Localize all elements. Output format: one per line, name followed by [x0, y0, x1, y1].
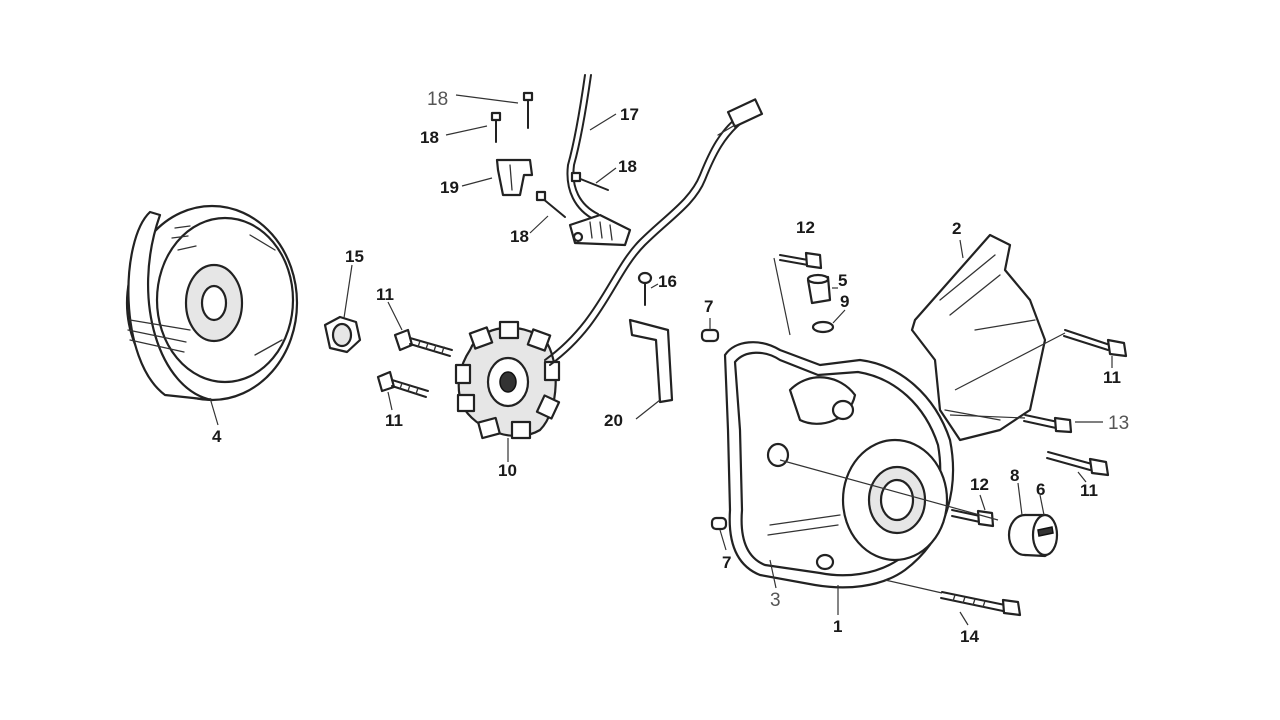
bolt-16: [637, 271, 653, 306]
callout-20: 20: [604, 411, 623, 430]
bolt-13: [1023, 414, 1073, 434]
callout-9: 9: [840, 292, 849, 311]
side-cover-2: [910, 233, 1047, 442]
callout-6: 6: [1036, 480, 1045, 499]
callout-17: 17: [620, 105, 639, 124]
leader-lines: [209, 94, 1113, 626]
callout-16: 16: [658, 272, 677, 291]
bolt-12-upper: [779, 251, 823, 270]
callout-19: 19: [440, 178, 459, 197]
callout-2: 2: [952, 219, 961, 238]
flywheel-nut: [323, 315, 362, 354]
callout-12: 12: [970, 475, 989, 494]
bolt-14: [940, 591, 1022, 617]
callout-14: 14: [960, 627, 979, 646]
dowel-pin-7-upper: [700, 328, 720, 343]
bolt-11-right-upper: [1063, 329, 1128, 358]
callout-3: 3: [770, 590, 781, 611]
callout-15: 15: [345, 247, 364, 266]
stator-wire-harness: [544, 98, 764, 366]
crankcase-cover: [723, 341, 955, 589]
bolt-11-upper-left: [393, 328, 453, 357]
callout-8: 8: [1010, 466, 1019, 485]
callout-18: 18: [427, 89, 448, 110]
callout-11: 11: [376, 285, 394, 304]
plug-8: [1007, 513, 1059, 558]
callout-11: 11: [1080, 481, 1098, 500]
callout-5: 5: [838, 271, 847, 290]
callout-11: 11: [385, 411, 403, 430]
callout-labels: 18 18 17 18 19 18 15 11 11 4 10 16 20 7 …: [212, 89, 1129, 646]
stator: [454, 320, 561, 440]
callout-13: 13: [1108, 413, 1129, 434]
bolt-12-lower: [951, 509, 995, 528]
callout-7: 7: [704, 297, 713, 316]
callout-18: 18: [510, 227, 529, 246]
bolt-11-lower-left: [376, 370, 429, 398]
callout-18: 18: [420, 128, 439, 147]
clamp-19: [495, 158, 534, 197]
bracket-20: [628, 318, 674, 404]
pickup-coil: [568, 213, 632, 247]
callout-10: 10: [498, 461, 517, 480]
screws-18: [490, 91, 609, 218]
cap-5: [806, 273, 832, 305]
callout-18: 18: [618, 157, 637, 176]
bolt-11-right-lower: [1046, 451, 1110, 477]
flywheel-rotor: [125, 204, 299, 402]
callout-11: 11: [1103, 368, 1121, 387]
dowel-pin-7-lower: [710, 516, 728, 531]
callout-1: 1: [833, 617, 842, 636]
callout-4: 4: [212, 427, 222, 446]
callout-12: 12: [796, 218, 815, 237]
o-ring-9: [811, 320, 835, 334]
pickup-coil-wire: [566, 74, 599, 221]
callout-7: 7: [722, 553, 731, 572]
